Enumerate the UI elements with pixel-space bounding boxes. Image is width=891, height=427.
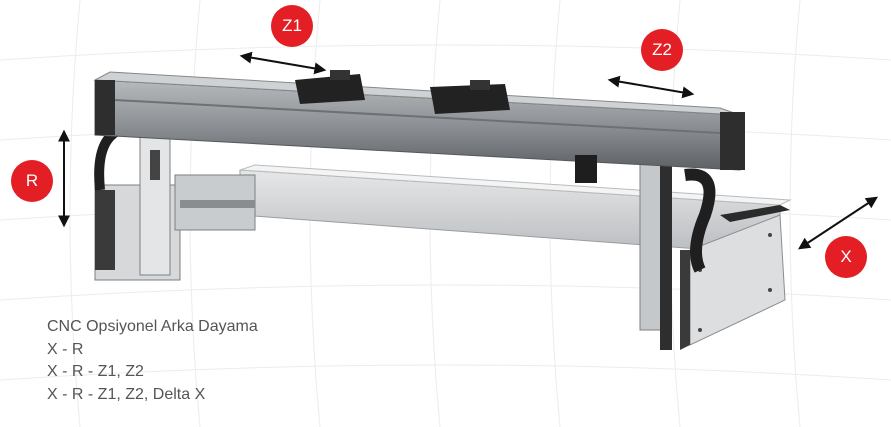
z2-badge: Z2 xyxy=(641,29,683,71)
x-badge: X xyxy=(825,236,867,278)
top-beam xyxy=(93,71,745,171)
caption-line-2: X - R - Z1, Z2 xyxy=(47,363,144,380)
z1-badge: Z1 xyxy=(271,5,313,47)
finger-carrier-z1 xyxy=(295,70,365,104)
z2-arrow xyxy=(607,75,695,99)
x-arrow xyxy=(797,196,879,250)
caption-line-1: X - R xyxy=(47,340,84,358)
caption-line-3: X - R - Z1, Z2, Delta X xyxy=(47,385,206,403)
right-column xyxy=(639,149,716,350)
left-carriage xyxy=(94,125,256,281)
caption-block: CNC Opsiyonel Arka Dayama X - R X - R - … xyxy=(47,316,258,406)
r-badge: R xyxy=(11,160,53,202)
motor-block xyxy=(575,155,597,183)
finger-carrier-z2 xyxy=(430,80,510,114)
right-end-plate xyxy=(680,205,790,350)
caption-title: CNC Opsiyonel Arka Dayama xyxy=(47,318,258,335)
z1-arrow xyxy=(239,51,327,75)
